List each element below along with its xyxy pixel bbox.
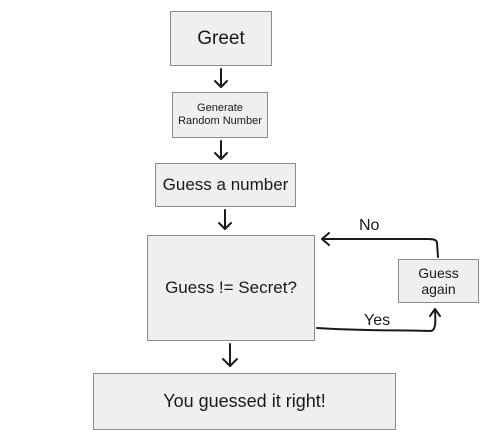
condition-label: Guess != Secret? bbox=[165, 278, 297, 298]
success-label: You guessed it right! bbox=[163, 391, 326, 412]
guess-again-label-line2: again bbox=[421, 281, 456, 297]
arrow-no-to-condition bbox=[321, 232, 439, 258]
arrow-generate-to-guess bbox=[214, 140, 228, 160]
guess-again-label: Guess again bbox=[418, 265, 458, 297]
generate-label-line1: Generate bbox=[197, 102, 243, 115]
guess-again-label-line1: Guess bbox=[418, 264, 459, 281]
greet-label: Greet bbox=[197, 27, 245, 49]
guess-a-number-node: Guess a number bbox=[155, 163, 296, 207]
arrow-greet-to-generate bbox=[214, 68, 228, 88]
generate-label: Generate Random Number bbox=[178, 102, 262, 127]
edge-label-no: No bbox=[359, 217, 380, 234]
edge-label-yes: Yes bbox=[364, 312, 391, 329]
greet-node: Greet bbox=[170, 11, 272, 66]
success-node: You guessed it right! bbox=[93, 373, 396, 430]
condition-node: Guess != Secret? bbox=[147, 235, 315, 341]
guess-again-node: Guess again bbox=[398, 259, 479, 303]
guess-number-label: Guess a number bbox=[162, 175, 289, 195]
arrow-condition-to-success bbox=[222, 343, 238, 367]
arrow-guess-to-condition bbox=[218, 209, 232, 230]
arrow-yes-to-guess-again bbox=[316, 308, 441, 332]
generate-random-number-node: Generate Random Number bbox=[172, 92, 268, 138]
generate-label-line2: Random Number bbox=[178, 115, 262, 127]
